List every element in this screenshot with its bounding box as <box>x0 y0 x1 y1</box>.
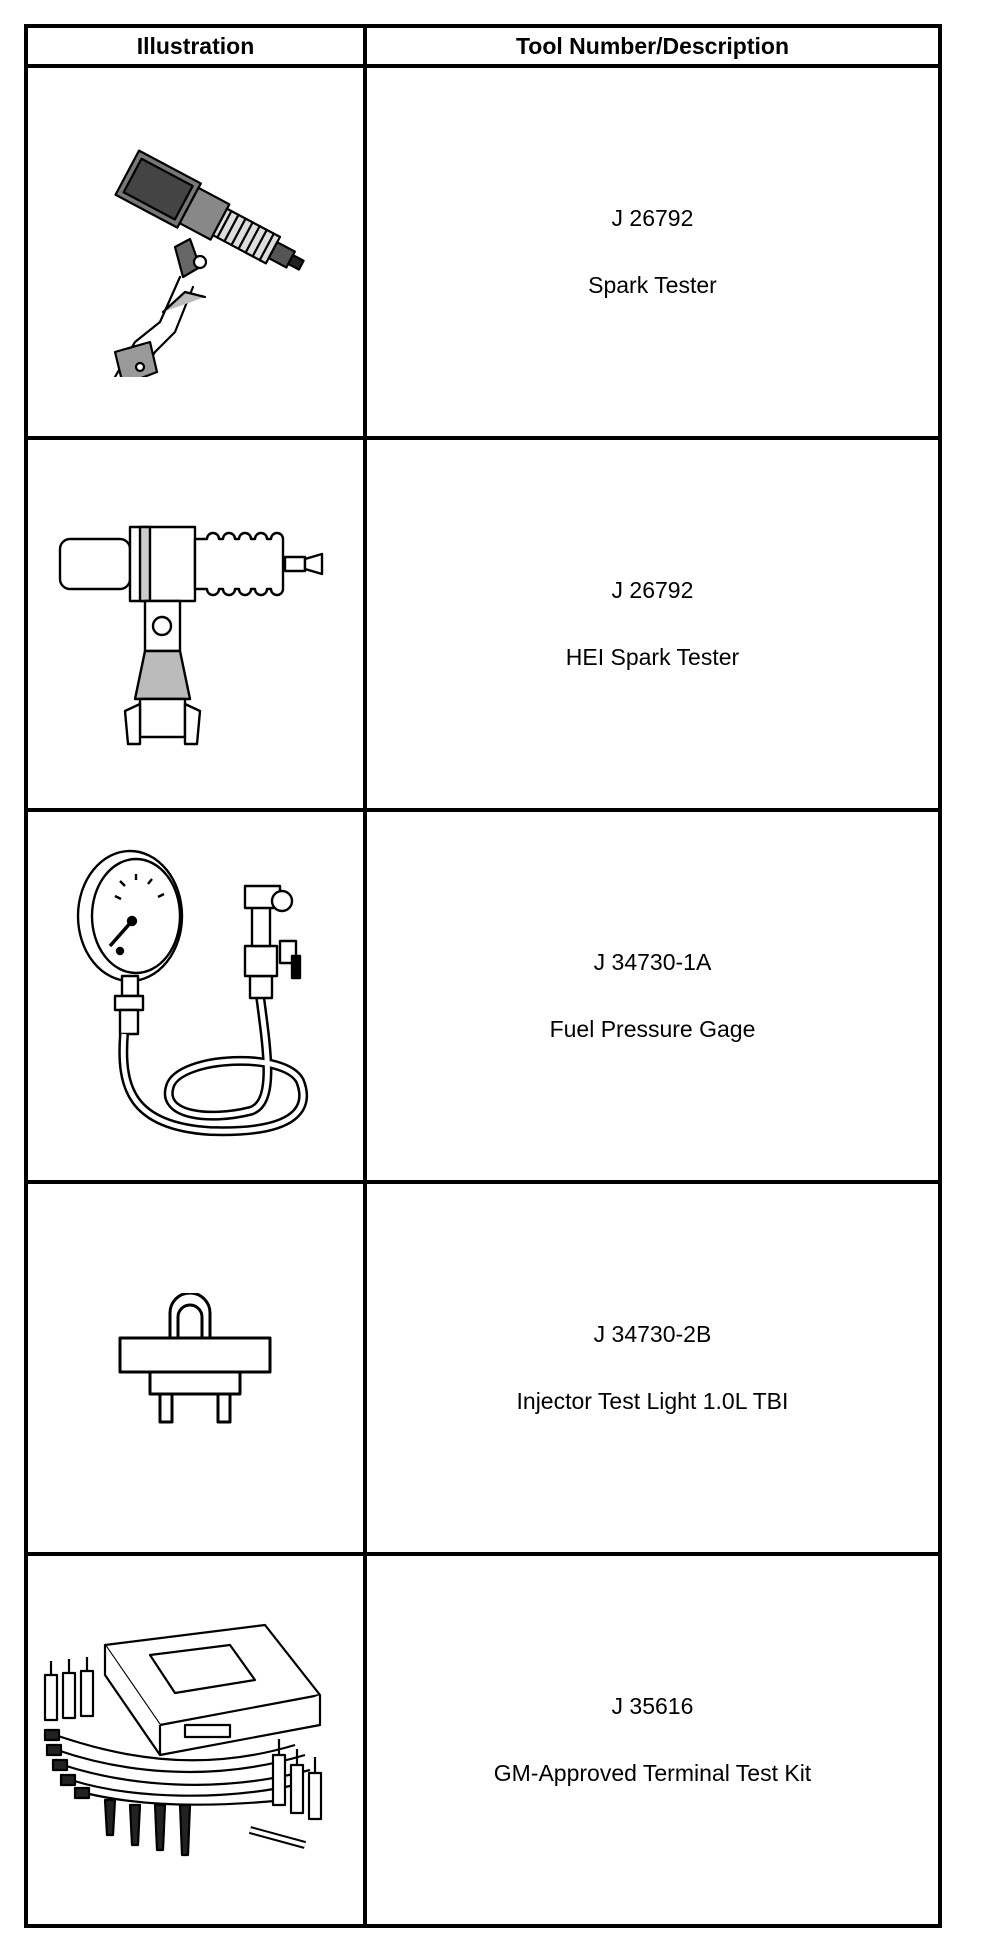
tool-number: J 26792 <box>611 576 694 603</box>
illustration-cell <box>24 1180 367 1556</box>
table-row: J 35616 GM-Approved Terminal Test Kit <box>24 1552 943 1928</box>
injector-test-light-icon <box>118 1293 272 1424</box>
tool-description: GM-Approved Terminal Test Kit <box>493 1759 812 1786</box>
illustration-cell <box>24 64 367 440</box>
tool-table: Illustration Tool Number/Description <box>24 24 943 1928</box>
table-row: J 34730-1A Fuel Pressure Gage <box>24 808 943 1184</box>
table-row: J 34730-2B Injector Test Light 1.0L TBI <box>24 1180 943 1556</box>
table-row: J 26792 HEI Spark Tester <box>24 436 943 812</box>
tool-cell: J 26792 HEI Spark Tester <box>362 436 943 812</box>
tool-number: J 35616 <box>611 1692 694 1719</box>
tool-number: J 26792 <box>611 204 694 231</box>
tool-cell: J 26792 Spark Tester <box>362 64 943 440</box>
terminal-test-kit-icon <box>44 1623 323 1857</box>
tool-description: HEI Spark Tester <box>565 643 740 670</box>
tool-cell: J 34730-1A Fuel Pressure Gage <box>362 808 943 1184</box>
header-row: Illustration Tool Number/Description <box>24 24 943 68</box>
header-illustration: Illustration <box>24 24 367 68</box>
spark-tester-icon <box>114 149 306 377</box>
fuel-pressure-gage-icon <box>77 849 309 1137</box>
hei-spark-tester-icon <box>59 525 324 746</box>
table-row: J 26792 Spark Tester <box>24 64 943 440</box>
tool-number: J 34730-2B <box>593 1320 712 1347</box>
illustration-cell <box>24 436 367 812</box>
tool-number: J 34730-1A <box>593 948 712 975</box>
tool-cell: J 34730-2B Injector Test Light 1.0L TBI <box>362 1180 943 1556</box>
header-tool-description: Tool Number/Description <box>362 24 943 68</box>
tool-cell: J 35616 GM-Approved Terminal Test Kit <box>362 1552 943 1928</box>
illustration-cell <box>24 808 367 1184</box>
tool-description: Fuel Pressure Gage <box>549 1015 756 1042</box>
tool-description: Injector Test Light 1.0L TBI <box>516 1387 789 1414</box>
illustration-cell <box>24 1552 367 1928</box>
tool-description: Spark Tester <box>588 271 717 298</box>
